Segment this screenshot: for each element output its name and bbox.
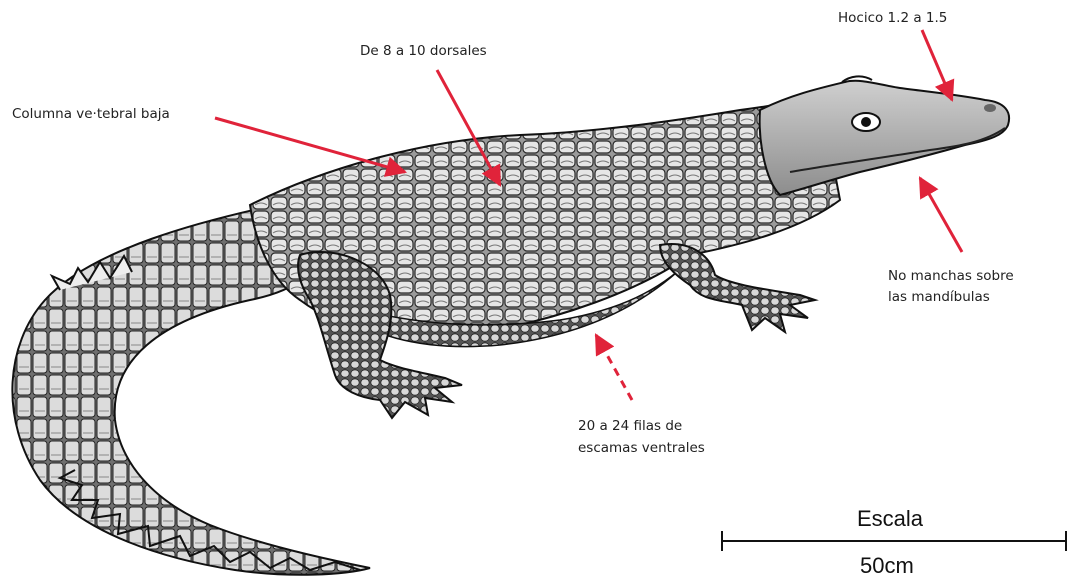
label-manchas-line2: las mandíbulas: [888, 287, 990, 307]
arrow-manchas: [920, 178, 962, 252]
label-manchas-line1: No manchas sobre: [888, 266, 1014, 286]
label-ventrales-line2: escamas ventrales: [578, 438, 705, 458]
label-ventrales-line1: 20 a 24 filas de: [578, 416, 682, 436]
arrow-hocico: [922, 30, 952, 100]
label-dorsales: De 8 a 10 dorsales: [360, 41, 487, 61]
label-hocico: Hocico 1.2 a 1.5: [838, 8, 947, 28]
scale-length: 50cm: [860, 553, 914, 579]
label-columna: Columna ve·tebral baja: [12, 104, 170, 124]
scale-title: Escala: [857, 506, 923, 532]
arrow-dorsales: [437, 70, 500, 185]
arrow-ventrales: [596, 335, 632, 400]
arrow-columna: [215, 118, 405, 172]
